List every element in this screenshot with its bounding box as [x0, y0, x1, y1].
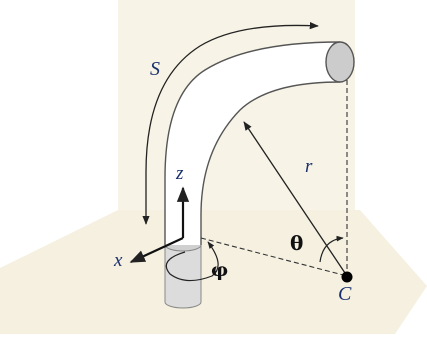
- azimuth-arc: [165, 241, 219, 282]
- center-label: C: [338, 283, 352, 305]
- radius-arrow: [243, 121, 346, 274]
- arc-length-arrow: [142, 21, 319, 225]
- polar-angle-arc: [319, 235, 344, 263]
- polar-angle-label: θ: [290, 231, 303, 255]
- radius-label: r: [305, 156, 313, 177]
- base-dashed-line: [200, 237, 348, 277]
- z-axis-label: z: [175, 163, 184, 184]
- x-axis: [129, 237, 184, 263]
- azimuth-label: φ: [211, 259, 228, 281]
- center-point: [341, 271, 353, 283]
- arc-length-label: S: [150, 58, 160, 80]
- x-axis-label: x: [113, 250, 123, 271]
- base-cylinder: [164, 244, 202, 309]
- tube-end-cap: [325, 41, 355, 83]
- horizontal-plane-front: [0, 210, 427, 334]
